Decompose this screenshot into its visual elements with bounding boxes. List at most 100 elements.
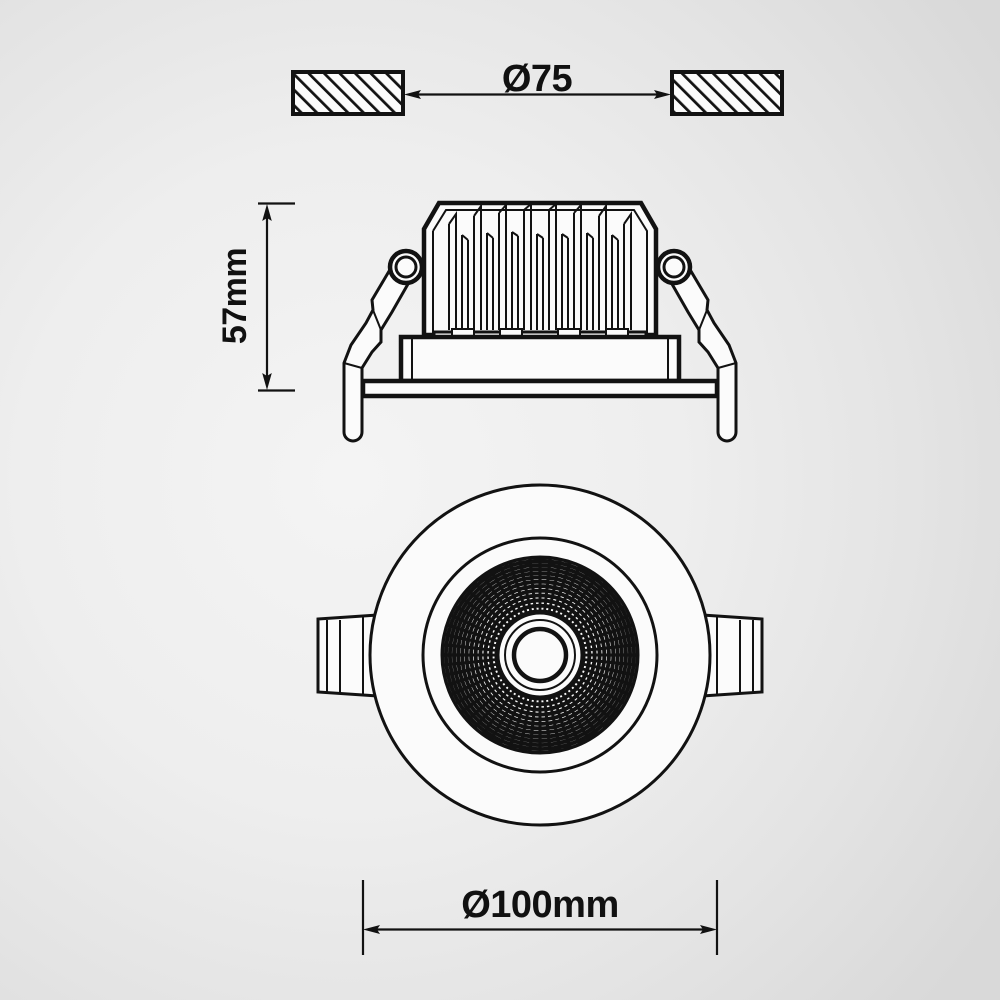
reflector-facet [593, 647, 601, 656]
heatsink-fins [448, 201, 632, 330]
reflector-facet [442, 644, 447, 656]
reflector-facet [603, 654, 610, 664]
reflector-facet [616, 654, 623, 665]
reflector-facet [518, 557, 531, 564]
reflector-facet [530, 572, 541, 579]
reflector-facet [470, 660, 478, 671]
reflector-facet [620, 645, 627, 656]
reflector-facet [539, 727, 549, 734]
reflector-facet [539, 572, 550, 579]
reflector-facet [466, 646, 473, 656]
fixture-height-label: 57mm [216, 248, 254, 344]
reflector-facet [625, 654, 631, 666]
reflector-facet [625, 644, 631, 656]
pivot-ring-left [387, 248, 425, 286]
reflector-facet [475, 660, 483, 670]
reflector-facet [539, 568, 550, 575]
reflector-facet [531, 581, 541, 588]
reflector-facet [539, 703, 547, 711]
reflector-facet [539, 722, 549, 729]
reflector-facet [607, 646, 614, 656]
reflector-facet [539, 581, 549, 588]
reflector-facet [445, 654, 451, 666]
cutout-section-view: Ø75 [291, 58, 784, 116]
reflector-facet [466, 654, 473, 664]
reflector-facet [545, 717, 556, 725]
reflector-facet [470, 654, 477, 664]
side-elevation-view: 57mm [216, 200, 738, 443]
reflector-facet [518, 746, 531, 753]
reflector-facet [532, 594, 541, 602]
reflector-facet [582, 648, 590, 656]
reflector-facet [612, 654, 619, 664]
reflector-facet [466, 638, 474, 649]
reflector-facet [531, 718, 541, 725]
reflector-facet [484, 654, 492, 662]
heatsink-body [421, 200, 659, 346]
reflector-facet [539, 708, 548, 716]
reflector-facet [453, 654, 460, 665]
reflector-facet [607, 654, 614, 664]
reflector-facet [546, 721, 557, 729]
reflector-facet [453, 645, 460, 656]
reflector-facet [531, 576, 541, 583]
reflector-facet [588, 648, 596, 656]
reflector-facet [631, 633, 638, 646]
reflector-facet [539, 576, 549, 583]
height-dimension [258, 202, 295, 392]
reflector-facet [532, 713, 541, 720]
reflector-facet [466, 661, 474, 672]
reflector-facet [531, 585, 541, 592]
reflector-facet [539, 744, 551, 750]
reflector-facet [449, 644, 455, 656]
trim-diameter-label: Ø100mm [461, 884, 619, 926]
reflector-facet [475, 647, 482, 656]
reflector-facet [603, 646, 610, 656]
reflector-facet [525, 590, 535, 598]
reflector-facet [539, 735, 550, 742]
reflector-facet [461, 646, 468, 656]
reflector-facet [529, 748, 541, 753]
reflector-facet [606, 638, 614, 649]
reflector-facet [606, 661, 614, 672]
reflector-facet [545, 712, 555, 720]
reflector-facet [539, 740, 551, 746]
reflector-facet [523, 581, 534, 589]
reflector-facet [475, 654, 482, 663]
reflector-facet [529, 564, 541, 570]
reflector-facet [598, 654, 605, 663]
reflector-facet [602, 639, 610, 650]
reflector-facet [445, 644, 451, 656]
reflector-facet [612, 646, 619, 656]
reflector-facet [470, 646, 477, 656]
reflector-facet [532, 590, 541, 597]
trim-flange [360, 378, 720, 399]
reflector-facet [529, 744, 541, 750]
reflector-facet [539, 557, 551, 562]
reflector-facet [633, 654, 638, 666]
reflector-facet [539, 748, 551, 753]
reflector-facet [620, 654, 627, 665]
reflector-facet [539, 564, 551, 570]
reflector-facet [633, 644, 638, 656]
reflector-facet [530, 568, 541, 575]
reflector-facet [616, 645, 623, 656]
reflector-facet [539, 590, 548, 597]
reflector-facet [529, 557, 541, 562]
pivot-ring-right [655, 248, 693, 286]
cutout-dimension-line [404, 90, 671, 99]
reflector-facet [442, 633, 449, 646]
reflector-facet [529, 740, 541, 746]
reflector-facet [539, 718, 549, 725]
reflector-facet [524, 585, 535, 593]
reflector-facet [531, 727, 541, 734]
reflector-facet [539, 560, 551, 566]
reflector-facet [629, 654, 635, 666]
reflector-facet [597, 640, 605, 650]
reflector-facet [530, 735, 541, 742]
plan-view: Ø100mm [316, 483, 764, 955]
ceiling-section-right [670, 70, 784, 116]
reflector-facet [457, 654, 464, 665]
reflector-facet [442, 664, 449, 677]
